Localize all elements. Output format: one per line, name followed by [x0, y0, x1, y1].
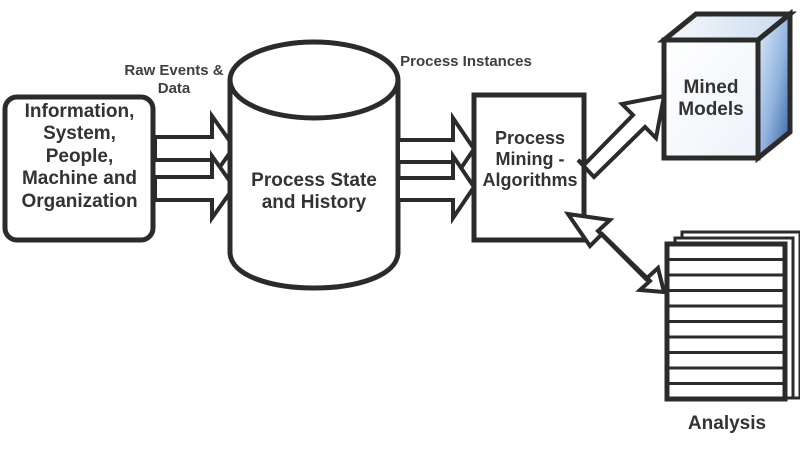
- source-label: Information, System, People, Machine and…: [8, 101, 151, 213]
- to-models-arrow: [576, 93, 667, 180]
- process-mining-label-line: Process: [494, 128, 566, 148]
- analysis-label-line: Analysis: [687, 413, 767, 434]
- raw-events-label-line: Raw Events &: [124, 62, 224, 79]
- raw-events-arrow: [153, 109, 237, 225]
- analysis-label: Analysis: [672, 413, 782, 435]
- mined-models-label-line: Models: [678, 99, 744, 121]
- store-label: Process State and History: [232, 170, 396, 215]
- store-label-line: Process State: [251, 170, 377, 191]
- process-mining-label-line: Mining -: [495, 149, 565, 170]
- to-analysis-arrow: [563, 211, 667, 295]
- raw-events-label-line: Data: [157, 79, 191, 97]
- mined-models-label: Mined Models: [664, 77, 758, 122]
- source-label-line: People,: [45, 145, 114, 167]
- mined-models-label-line: Mined: [683, 77, 739, 98]
- raw-events-label: Raw Events & Data: [104, 62, 244, 97]
- process-instances-label-line: Process Instances: [400, 53, 532, 70]
- cube-front-face: [661, 37, 761, 161]
- source-box: [2, 94, 156, 243]
- source-label-line: System,: [43, 123, 116, 145]
- process-instances-arrow: [396, 111, 477, 225]
- process-mining-label-line: Algorithms: [482, 170, 578, 191]
- cube-side-face: [755, 8, 793, 164]
- source-label-line: Organization: [21, 190, 138, 212]
- process-instances-label: Process Instances: [386, 53, 546, 71]
- store-label-line: and History: [261, 192, 367, 214]
- source-label-line: Machine and: [21, 168, 138, 190]
- source-label-line: Information,: [24, 101, 135, 122]
- mined-models-cube: [656, 8, 798, 164]
- analysis-stack: [664, 230, 800, 402]
- process-state-cylinder: [227, 39, 401, 291]
- process-mining-label: Process Mining - Algorithms: [474, 128, 586, 192]
